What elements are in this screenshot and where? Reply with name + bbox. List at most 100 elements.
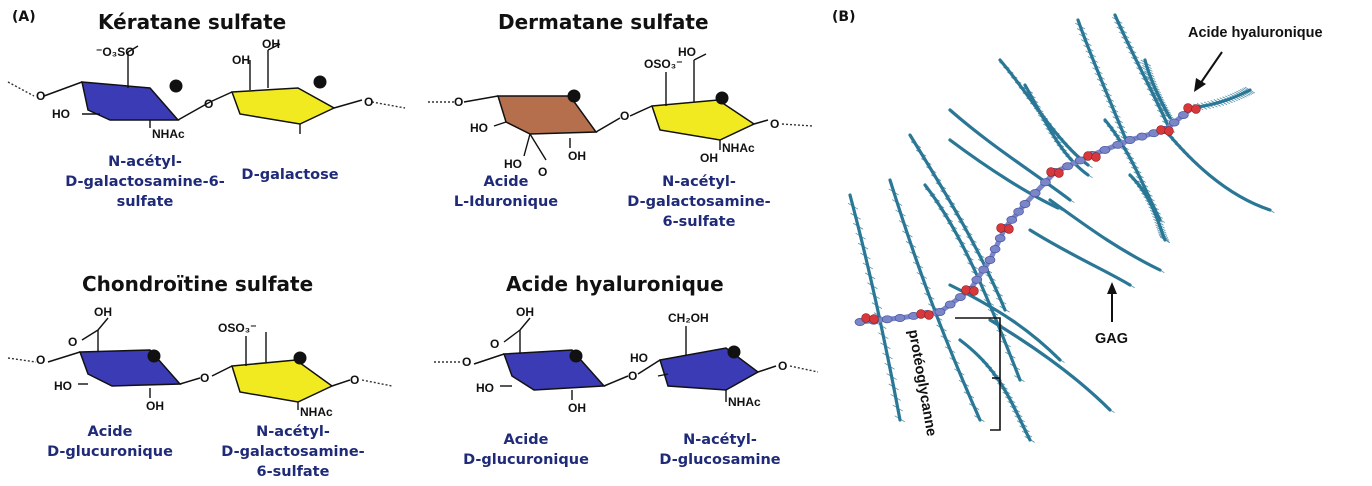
gag-bristle <box>1072 216 1084 224</box>
gag-bristle <box>1025 91 1036 99</box>
gag-chain <box>888 178 982 422</box>
gag-bristle <box>916 272 927 279</box>
gag-bristle <box>1067 373 1079 381</box>
gag-bristle <box>974 415 985 422</box>
atom-label: HO <box>470 121 488 135</box>
gag-bristle <box>1128 175 1139 183</box>
gag-bristle <box>1007 71 1018 79</box>
caption-n-acetyl-galactosamine-6-sulfate: N-acétyl- D-galactosamine-6- sulfate <box>65 154 225 210</box>
gag-bristle <box>1207 100 1218 108</box>
core-protein-bead <box>978 265 989 274</box>
gag-bristle <box>1159 236 1171 244</box>
atom-label: NHAc <box>152 127 185 141</box>
gag-bristle <box>946 222 958 230</box>
gag-bristle <box>1170 139 1182 147</box>
gag-bristle <box>936 324 947 332</box>
panel-b-label: (B) <box>832 9 856 25</box>
atom-label: OH <box>94 305 112 319</box>
gag-bristle <box>878 332 889 340</box>
gag-bristle <box>962 228 973 236</box>
caption-n-acetyl-d-glucosamine: N-acétyl- D-glucosamine <box>659 432 781 468</box>
core-protein-bead <box>1112 140 1124 149</box>
gag-bristle <box>1128 51 1139 59</box>
gag-bristle <box>979 289 990 297</box>
atom-label: HO <box>52 107 70 121</box>
gag-bristle <box>1009 363 1021 371</box>
gag-bristle <box>1136 67 1147 74</box>
atom-label: OH <box>232 53 250 67</box>
gag-bristle <box>1156 229 1168 236</box>
atom-label: O <box>770 117 779 131</box>
atom-label: NHAc <box>728 395 761 409</box>
gag-bristle <box>988 141 1000 149</box>
gag-bristle <box>880 342 891 350</box>
link-protein <box>1083 151 1093 161</box>
gag-bristle <box>1200 102 1211 110</box>
gag-bristle <box>1246 199 1257 206</box>
atom-label: NHAc <box>300 405 333 419</box>
gag-bristle <box>1041 353 1052 361</box>
core-protein-bead <box>1136 132 1148 141</box>
gag-bristle <box>1076 28 1088 35</box>
gag-bristle <box>1142 260 1153 268</box>
gag-bristle <box>1258 204 1269 211</box>
gag-bristle <box>1048 132 1059 139</box>
gag-bristle <box>972 129 983 137</box>
gag-bristle <box>1155 224 1166 232</box>
gag-bristle <box>1016 420 1028 428</box>
gag-bristle <box>1082 385 1093 393</box>
gag-bristle <box>1234 91 1245 99</box>
gag-bristle <box>1038 340 1049 348</box>
gag-bristle <box>1046 348 1057 356</box>
gag-bristle <box>1103 95 1115 102</box>
core-protein-bead <box>955 293 966 301</box>
chondroitin-sulfate-title: Chondroïtine sulfate <box>82 272 314 296</box>
gag-bristle <box>944 198 956 205</box>
link-protein <box>1004 224 1014 234</box>
gag-bristle <box>1159 235 1170 242</box>
gag-bristle <box>1154 266 1165 274</box>
gag-bristle <box>1154 104 1165 112</box>
atom-label: O <box>68 335 77 349</box>
gag-bristle <box>1063 210 1075 218</box>
caption-d-galactose: D-galactose <box>241 167 339 183</box>
atom-label: O <box>620 109 629 123</box>
gag-bristle <box>915 149 927 157</box>
gag-bristle <box>920 282 931 290</box>
gag-bristle <box>956 116 967 124</box>
gag-bristle <box>1091 394 1103 401</box>
gag-bristle <box>944 346 956 354</box>
core-protein-bead <box>1099 145 1111 154</box>
gag-bristle <box>1138 72 1150 80</box>
gag-bristle <box>1135 176 1147 183</box>
gag-bristle <box>855 232 866 240</box>
atom-label: O <box>778 359 787 373</box>
atom-label: O <box>490 337 499 351</box>
gag-bristle <box>1123 41 1134 49</box>
gag-bristle <box>1015 161 1027 168</box>
gag-bristle <box>960 341 971 348</box>
core-protein-bead <box>1124 136 1136 144</box>
gag-bristle <box>1050 136 1062 144</box>
gag-bristle <box>1077 381 1089 389</box>
gag-bristle <box>1094 72 1105 80</box>
gag-bristle <box>1054 356 1065 363</box>
gag-bristle <box>1061 141 1072 149</box>
gag-bristle <box>992 289 1003 297</box>
core-protein-bead <box>984 256 996 264</box>
gag-bristle <box>1112 134 1124 141</box>
atom-label: O <box>204 97 213 111</box>
gag-bristle <box>1163 111 1174 119</box>
gag-bristle <box>1011 76 1022 84</box>
gag-bristle <box>1022 86 1034 94</box>
gag-bristle <box>1087 390 1098 397</box>
gag-bristle <box>996 297 1007 305</box>
caption-l-iduronic-acid: Acide L-Iduronique <box>453 174 559 210</box>
gag-bristle <box>1020 327 1032 334</box>
gag-bristle <box>966 236 977 243</box>
gag-bristle <box>1092 67 1103 75</box>
gag-bristle <box>909 251 920 259</box>
core-protein-bead <box>1019 200 1031 208</box>
gag-bristle <box>1040 119 1051 126</box>
gag-bristle <box>875 322 887 329</box>
